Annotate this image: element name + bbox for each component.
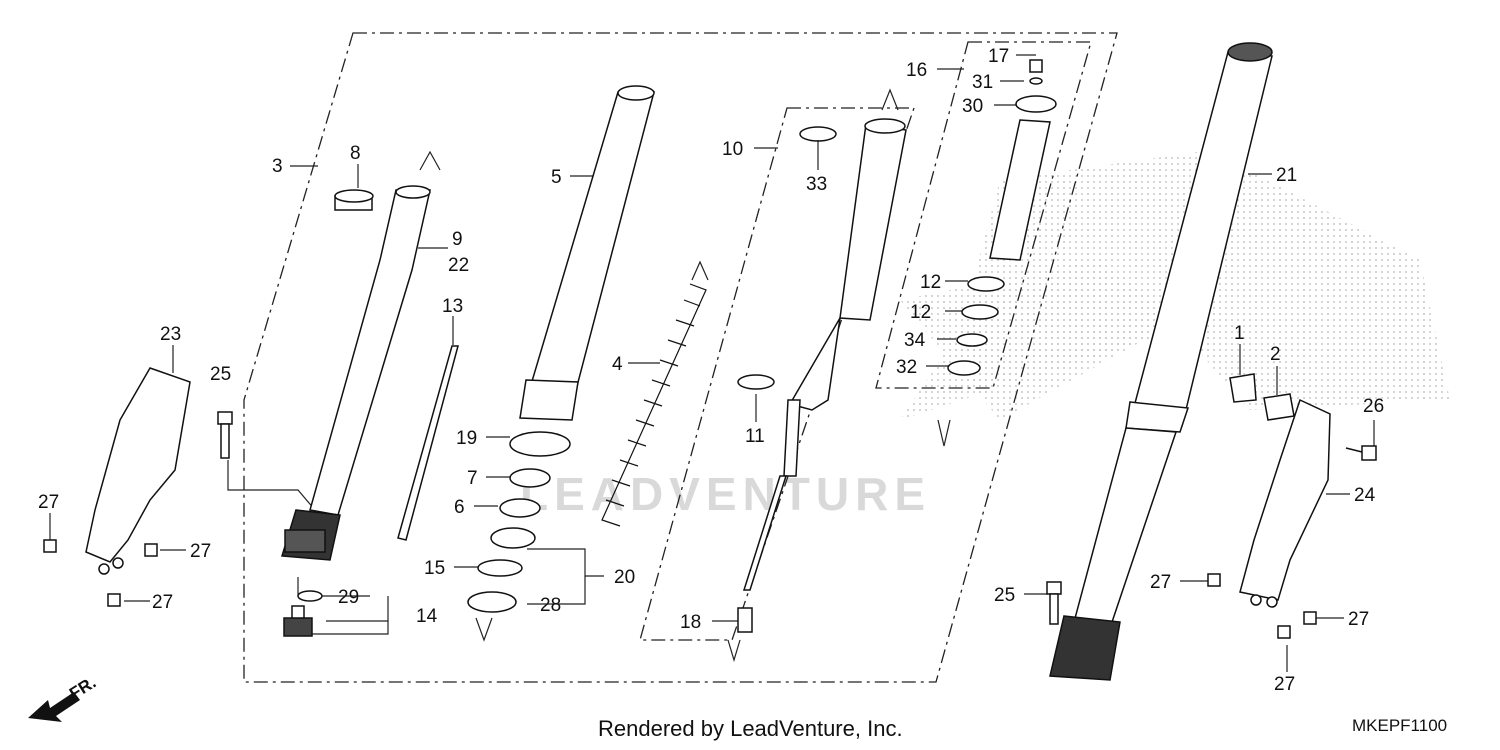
- callout-label: 27: [1274, 674, 1295, 695]
- watermark-text: LEADVENTURE: [520, 468, 931, 520]
- callout-label: 27: [38, 492, 59, 513]
- bolt-left: [217, 411, 233, 459]
- o-ring-33: [799, 126, 837, 142]
- direction-arrows: [419, 88, 951, 663]
- callout-label: 12: [910, 302, 931, 323]
- callout-label: 29: [338, 587, 359, 608]
- callout-label: 7: [467, 468, 478, 489]
- callout-label: 3: [272, 156, 283, 177]
- callout-label: 6: [454, 497, 465, 518]
- ring-11: [737, 374, 775, 390]
- small-bolts: [43, 539, 1317, 639]
- cartridge-group-outline: [875, 41, 1092, 389]
- callout-label: 32: [896, 357, 917, 378]
- callout-label: 1: [1234, 323, 1245, 344]
- callout-labels: 1 2 3 4 5 6 7 8 9 10 11 12 12 13 14 15 1…: [38, 46, 1384, 695]
- callout-label: 13: [442, 296, 463, 317]
- callout-label: 34: [904, 330, 926, 351]
- callout-label: 27: [190, 541, 211, 562]
- callout-label: 16: [906, 60, 927, 81]
- assembled-fork: [1049, 42, 1273, 681]
- callout-label: 2: [1270, 344, 1281, 365]
- callout-label: 30: [962, 96, 983, 117]
- callout-label: 24: [1354, 485, 1376, 506]
- callout-label: 8: [350, 143, 361, 164]
- callout-label: 4: [612, 354, 623, 375]
- clip-1: [1229, 373, 1257, 403]
- credit-line: Rendered by LeadVenture, Inc.: [598, 716, 903, 741]
- seal-rings: [467, 431, 571, 613]
- bolt-26: [1345, 445, 1377, 461]
- callout-label: 21: [1276, 165, 1297, 186]
- callout-label: 26: [1363, 396, 1384, 417]
- callout-label: 27: [1348, 609, 1369, 630]
- callout-label: 5: [551, 167, 562, 188]
- bolt-right: [1046, 581, 1062, 625]
- callout-label: 20: [614, 567, 635, 588]
- fork-guard-right: [1239, 398, 1331, 608]
- callout-label: 11: [745, 426, 765, 447]
- damper-assembly: [742, 118, 907, 591]
- damper-group-outline: [639, 107, 915, 641]
- callout-label: 27: [1150, 572, 1171, 593]
- callout-label: 25: [994, 585, 1015, 606]
- callout-label: 14: [416, 606, 438, 627]
- rod: [397, 345, 459, 541]
- callout-label: 22: [448, 255, 469, 276]
- callout-label: 17: [988, 46, 1009, 67]
- callout-label: 10: [722, 139, 743, 160]
- callout-label: 15: [424, 558, 445, 579]
- diagram-code: MKEPF1100: [1352, 716, 1448, 735]
- callout-label: 12: [920, 272, 941, 293]
- fork-spring: [601, 283, 707, 527]
- nut-18: [737, 607, 753, 633]
- slide-bushing: [334, 189, 374, 211]
- assembly-group-outline: [243, 32, 1118, 683]
- callout-label: 18: [680, 612, 701, 633]
- bottom-adjuster: [283, 590, 323, 637]
- fork-guard-left: [85, 367, 191, 575]
- cartridge-rings: [947, 276, 1005, 376]
- outer-tube: [281, 185, 431, 561]
- callout-label: 25: [210, 364, 231, 385]
- callout-label: 27: [152, 592, 173, 613]
- callout-label: 33: [806, 174, 827, 195]
- callout-label: 23: [160, 324, 181, 345]
- cartridge: [989, 59, 1057, 261]
- clip-2: [1263, 393, 1295, 421]
- inner-tube: [519, 85, 655, 421]
- callout-label: 28: [540, 595, 561, 616]
- front-direction-arrow: FR.: [28, 673, 99, 722]
- callout-label: 9: [452, 229, 463, 250]
- callout-label: 19: [456, 428, 477, 449]
- callout-label: 31: [972, 72, 993, 93]
